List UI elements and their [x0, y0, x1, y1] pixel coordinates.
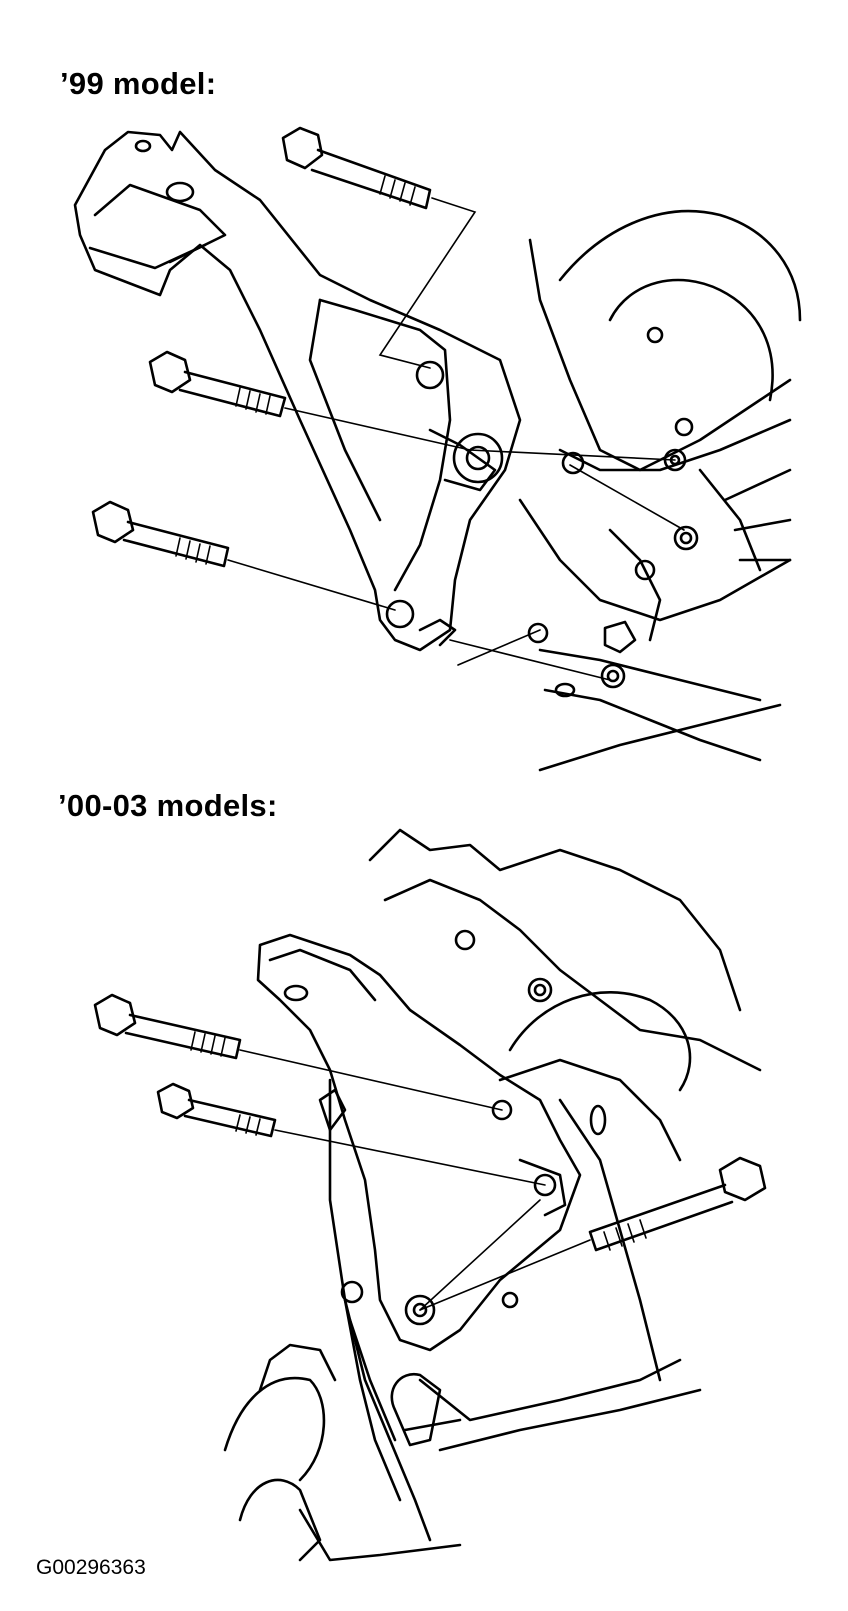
section-heading-99-model: ’99 model: [60, 66, 217, 101]
engine-block-99 [518, 209, 802, 772]
bracket-diagram-00-03-models [93, 828, 767, 1562]
bolt-top-99 [281, 126, 432, 210]
leader-lines-99 [227, 197, 685, 681]
bracket-00-03 [256, 933, 582, 1542]
bolt-right-00-03 [588, 1156, 767, 1252]
bracket-diagram-99-model [73, 126, 802, 772]
section-heading-00-03-models: ’00-03 models: [58, 788, 278, 823]
bolt-middle-99 [148, 350, 287, 418]
bolt-bottom-99 [91, 500, 230, 568]
engine-block-00-03 [223, 828, 762, 1562]
bracket-99 [73, 130, 522, 652]
bolt-upper-00-03 [93, 993, 242, 1060]
bolt-middle-00-03 [156, 1082, 277, 1138]
leader-lines-00-03 [239, 1049, 591, 1311]
figure-code: G00296363 [36, 1556, 146, 1579]
